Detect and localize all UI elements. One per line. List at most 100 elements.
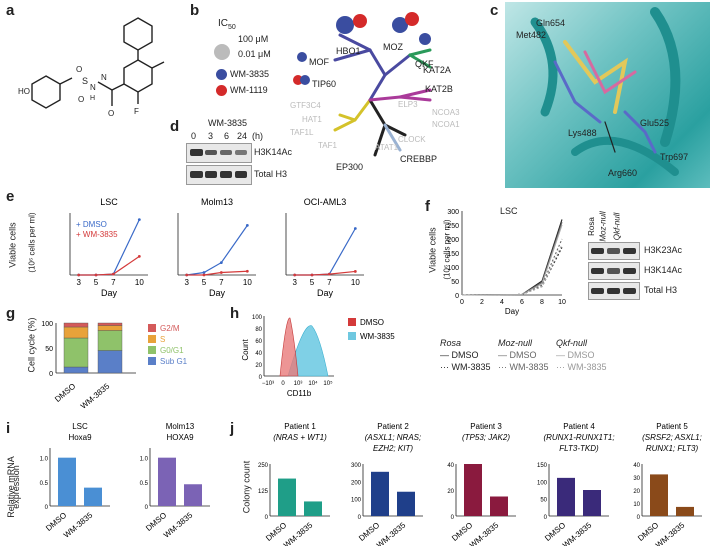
e-point-wm3835 xyxy=(137,255,141,258)
f-xlabel: Day xyxy=(505,307,519,316)
f-title: LSC xyxy=(500,206,518,216)
colony-charts-j: Patient 1(NRAS + WT1)0125250DMSOWM-3835P… xyxy=(258,422,702,546)
j-bar xyxy=(676,506,694,516)
red-circle-icon xyxy=(216,85,227,96)
j-bar xyxy=(490,496,508,516)
residue-arg660: Arg660 xyxy=(608,168,638,178)
f-legend-rosa-wm: ··· WM-3835 xyxy=(440,362,491,372)
i-y-tick: 0.5 xyxy=(40,481,49,487)
j-y-tick: 30 xyxy=(633,476,640,482)
e-series-wm3835 xyxy=(294,270,356,276)
h-y-tick: 40 xyxy=(255,351,262,357)
e-series-wm3835 xyxy=(186,270,248,276)
j-x-tick: WM-3835 xyxy=(468,520,501,546)
e-point-wm3835 xyxy=(77,273,81,277)
j-y-tick: 40 xyxy=(633,463,640,469)
j-y-tick: 0 xyxy=(637,515,641,521)
svg-text:O: O xyxy=(108,109,114,118)
e-point-dmso xyxy=(137,218,141,222)
i-chart-sub: Hoxa9 xyxy=(68,433,92,442)
e-x-tick: 7 xyxy=(219,278,224,287)
mrna-charts-i: LSCHoxa900.51.0DMSOWM-3835Molm13HOXA900.… xyxy=(40,422,210,540)
j-patient-title: Patient 4 xyxy=(563,422,595,431)
j-y-tick: 250 xyxy=(258,463,269,469)
tree-label-ncoa1: NCOA1 xyxy=(432,120,460,129)
h-y-tick: 100 xyxy=(252,315,263,321)
j-patient-genes: (RUNX1-RUNX1T1; xyxy=(543,433,614,442)
j-patient-genes: (NRAS + WT1) xyxy=(273,433,327,442)
e-xlabel: Day xyxy=(317,288,334,298)
e-point-wm3835 xyxy=(111,272,115,276)
h-legend-dmso: DMSO xyxy=(360,318,384,327)
h-legend-swatch-wm3835 xyxy=(348,332,356,340)
blot-d-row-h3k14ac: H3K14Ac xyxy=(254,147,293,157)
f-legend-rosa: Rosa xyxy=(440,338,462,348)
h-x-tick: 10⁵ xyxy=(323,380,333,387)
tree-label-kat2b: KAT2B xyxy=(425,84,453,94)
e-series-dmso xyxy=(294,228,356,276)
f-blot-h3k23ac xyxy=(588,242,640,260)
i-bar xyxy=(84,487,102,506)
g-legend-swatch xyxy=(148,357,156,365)
tree-label-crebbp: CREBBP xyxy=(400,154,437,164)
tree-label-taf1: TAF1 xyxy=(318,141,338,150)
panel-label-f: f xyxy=(425,198,430,215)
j-y-tick: 10 xyxy=(633,502,640,508)
e-xlabel: Day xyxy=(209,288,226,298)
f-x-tick: 6 xyxy=(520,299,524,306)
i-ylabel2: expression xyxy=(10,465,21,509)
j-y-tick: 100 xyxy=(351,498,362,504)
e-x-tick: 7 xyxy=(111,278,116,287)
j-x-tick: WM-3835 xyxy=(654,520,687,546)
f-y-tick: 200 xyxy=(447,237,459,244)
g-legend-label: S xyxy=(160,335,165,344)
g-bar-segment xyxy=(97,350,123,374)
crystal-structure-image xyxy=(505,2,710,188)
g-y-tick: 100 xyxy=(41,321,53,328)
e-x-tick: 5 xyxy=(94,278,99,287)
e-chart-title: LSC xyxy=(100,197,118,207)
panel-label-a: a xyxy=(6,2,15,19)
i-bar xyxy=(158,457,176,506)
j-y-tick: 50 xyxy=(540,498,547,504)
tree-label-ep300: EP300 xyxy=(336,162,363,172)
h-x-tick: 0 xyxy=(281,381,285,387)
tree-label-tip60: TIP60 xyxy=(312,79,336,89)
panel-label-d: d xyxy=(170,118,180,135)
j-bar xyxy=(583,490,601,516)
svg-text:N: N xyxy=(90,83,96,92)
panel-label-c: c xyxy=(490,2,499,19)
j-y-tick: 0 xyxy=(544,515,548,521)
f-series-line xyxy=(461,219,563,296)
panel-label-b: b xyxy=(190,2,200,19)
h-legend-wm3835: WM-3835 xyxy=(360,332,395,341)
j-bar xyxy=(557,477,575,516)
h-xlabel: CD11b xyxy=(287,389,312,398)
e-chart-title: Molm13 xyxy=(201,197,233,207)
g-x-tick: WM-3835 xyxy=(79,381,112,410)
f-y-tick: 150 xyxy=(447,251,459,258)
i-y-tick: 0 xyxy=(45,505,49,511)
e-ylabel: Viable cells xyxy=(7,222,18,268)
f-ylabel: Viable cells xyxy=(427,227,438,273)
g-legend-swatch xyxy=(148,335,156,343)
e-point-dmso xyxy=(219,261,223,264)
f-legend-qkf-wm: ··· WM-3835 xyxy=(556,362,607,372)
h-ylabel: Count xyxy=(241,339,250,361)
f-y-tick: 0 xyxy=(455,293,459,300)
tree-label-hbo1: HBO1 xyxy=(336,46,361,56)
g-bar-segment xyxy=(63,366,89,374)
residue-gln654: Gln654 xyxy=(536,18,566,28)
f-y-tick: 300 xyxy=(447,209,459,216)
panel-label-h: h xyxy=(230,305,240,322)
g-bar-segment xyxy=(97,325,123,331)
blot-d-title: WM-3835 xyxy=(208,118,248,128)
tree-label-atat1: ATAT1 xyxy=(375,143,399,152)
f-blot-row-h3k23ac: H3K23Ac xyxy=(644,245,683,255)
tree-label-moz: MOZ xyxy=(383,42,403,52)
f-x-tick: 8 xyxy=(540,299,544,306)
f-legend-rosa-dmso: — DMSO xyxy=(440,350,479,360)
e-x-tick: 3 xyxy=(292,278,297,287)
blot-d-row-totalh3: Total H3 xyxy=(254,169,288,179)
